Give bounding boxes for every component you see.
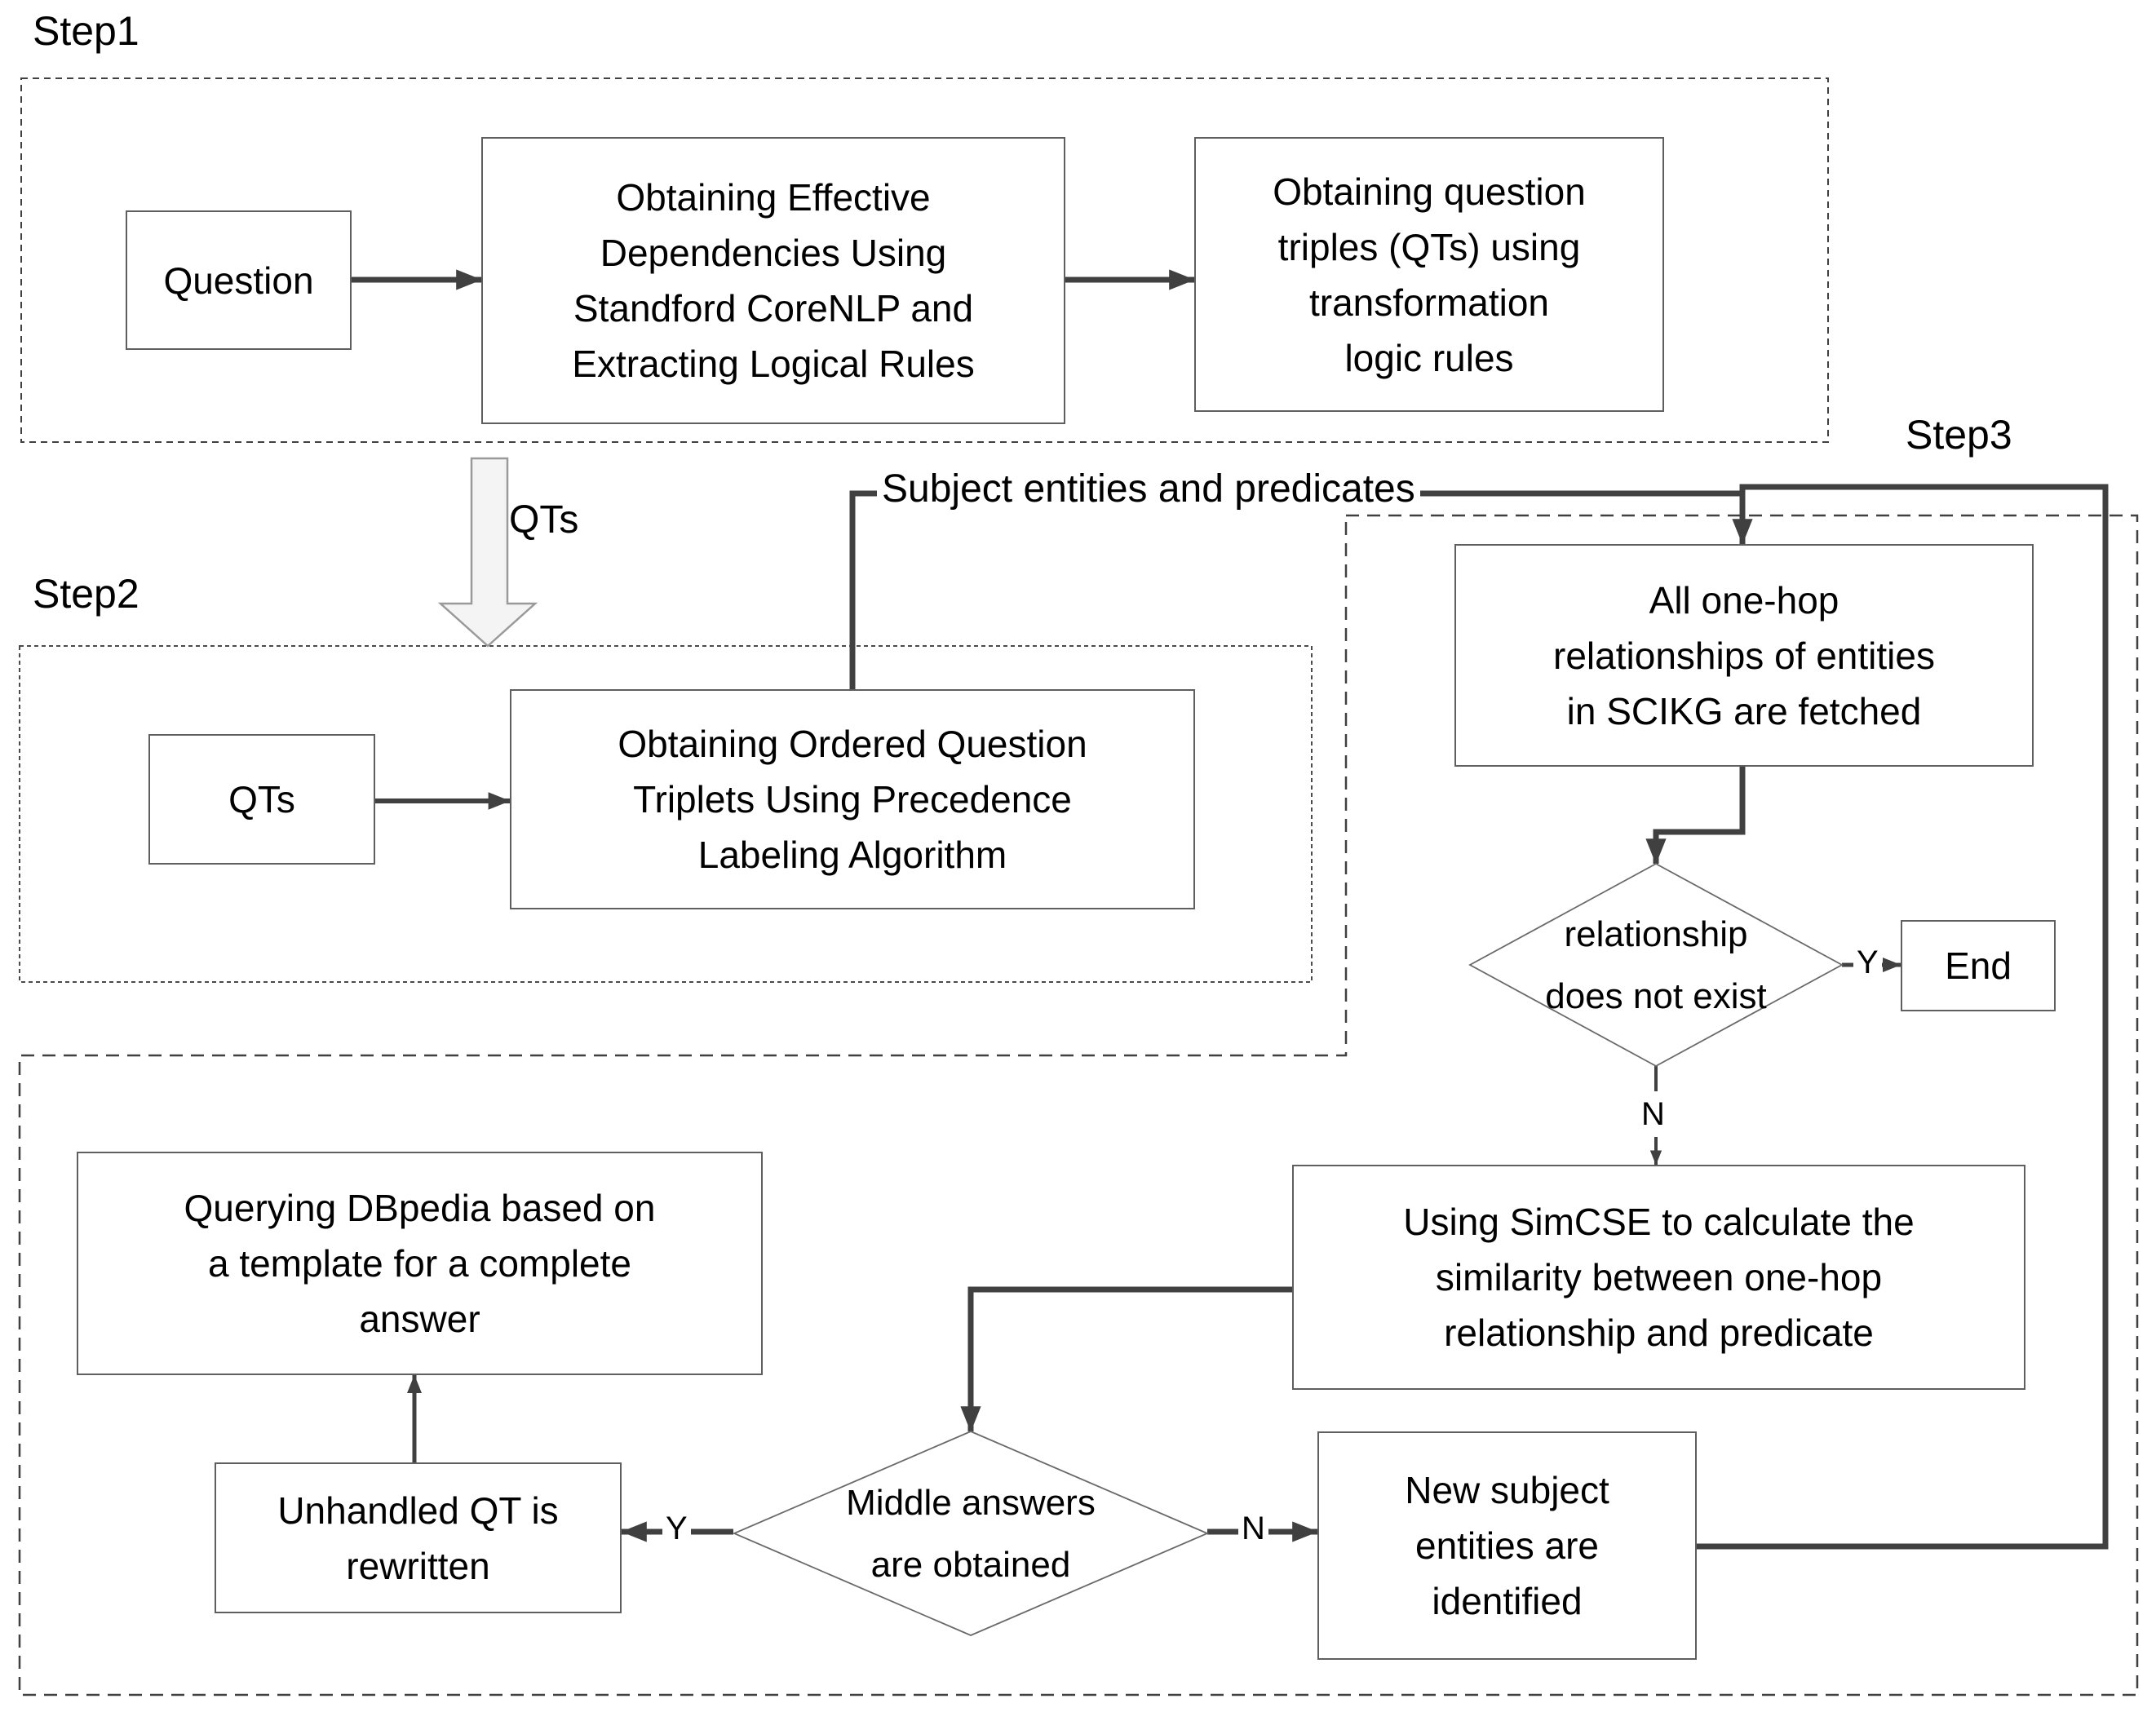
question-node: Question	[126, 210, 352, 350]
middle-no-label: N	[1238, 1511, 1268, 1546]
qts-node: QTs	[148, 734, 375, 865]
relationship-diamond-text: relationship does not exist	[1545, 914, 1767, 1016]
edge-one-hop-to-relationship-diamond	[1645, 767, 1746, 865]
qts-arrow-label: QTs	[509, 498, 579, 542]
end-node: End	[1901, 920, 2056, 1011]
unhandled-qt-node: Unhandled QT is rewritten	[215, 1462, 622, 1613]
edge-subject-entities-line	[849, 490, 1742, 692]
step1-label: Step1	[33, 8, 139, 54]
step2-label: Step2	[33, 571, 139, 617]
edge-simcse-to-middle-answers	[960, 1286, 1292, 1432]
step3-label: Step3	[1906, 412, 2012, 458]
new-subject-node: New subject entities are identified	[1317, 1431, 1697, 1660]
edge-new-subject-loop-to-one-hop	[1697, 484, 2109, 1550]
dependencies-node: Obtaining Effective Dependencies Using S…	[481, 137, 1065, 424]
question-triples-node: Obtaining question triples (QTs) using t…	[1194, 137, 1664, 412]
relationship-no-label: N	[1638, 1096, 1668, 1132]
step3-and-bottom-region	[18, 514, 2139, 1697]
subject-entities-label: Subject entities and predicates	[877, 467, 1420, 512]
qts-block-arrow-icon	[437, 457, 538, 648]
middle-yes-label: Y	[662, 1511, 691, 1546]
one-hop-node: All one-hop relationships of entities in…	[1454, 544, 2034, 767]
dbpedia-node: Querying DBpedia based on a template for…	[77, 1152, 763, 1375]
relationship-diamond-shape	[1468, 862, 1844, 1068]
middle-answers-diamond-text: Middle answers are obtained	[846, 1483, 1096, 1585]
step2-region	[19, 645, 1313, 983]
ordered-triplets-node: Obtaining Ordered Question Triplets Usin…	[510, 689, 1195, 909]
middle-answers-diamond-shape	[732, 1431, 1210, 1636]
simcse-node: Using SimCSE to calculate the similarity…	[1292, 1165, 2025, 1390]
relationship-yes-label: Y	[1853, 944, 1882, 980]
step1-region	[20, 77, 1829, 443]
